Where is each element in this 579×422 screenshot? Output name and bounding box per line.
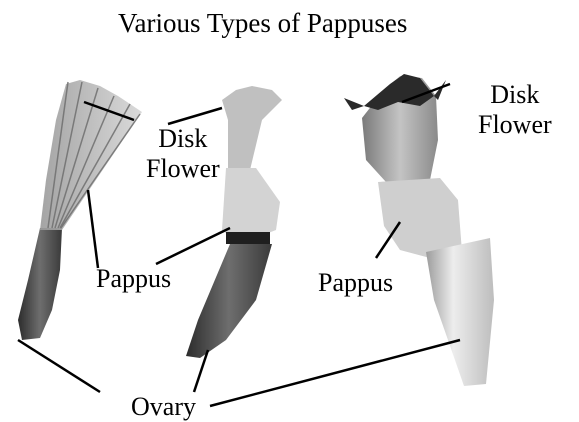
ovary-shape	[18, 228, 62, 340]
leader-line	[210, 340, 460, 406]
label-line: Flower	[478, 110, 552, 140]
pappus-band-shape	[226, 232, 270, 244]
ovary-shape	[426, 238, 494, 386]
label-line: Flower	[146, 154, 220, 184]
leader-line	[88, 190, 98, 268]
disk-flower-shape	[222, 86, 282, 170]
label-pappus-right: Pappus	[318, 268, 393, 298]
label-ovary: Ovary	[131, 392, 196, 422]
label-line: Disk	[146, 124, 220, 154]
label-disk-flower-top-right: Disk Flower	[478, 80, 552, 140]
leader-line	[156, 228, 230, 264]
pappus-scales-shape	[378, 178, 462, 258]
specimen-bristle-pappus	[18, 80, 142, 340]
label-disk-flower-middle: Disk Flower	[146, 124, 220, 184]
leader-line	[168, 108, 222, 124]
ovary-shape	[186, 244, 272, 358]
diagram-title: Various Types of Pappuses	[118, 8, 407, 39]
label-line: Disk	[478, 80, 552, 110]
label-pappus-left: Pappus	[96, 264, 171, 294]
petal-lobe-left-shape	[344, 98, 364, 110]
specimen-large-disk-flower	[344, 74, 494, 386]
leader-line	[18, 340, 100, 392]
